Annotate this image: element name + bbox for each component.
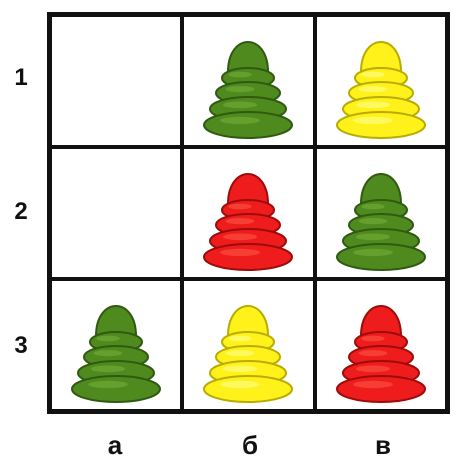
pyramid-ring <box>203 111 294 139</box>
pyramid-top-cap <box>359 173 402 205</box>
column-label-b: б <box>241 430 259 460</box>
pyramid-ring-highlight <box>358 218 388 225</box>
pyramid-top-cap <box>227 173 270 205</box>
cell-1-b[interactable] <box>182 15 315 147</box>
green-pyramid-toy <box>71 305 162 403</box>
pyramid-top-cap <box>95 305 138 337</box>
red-pyramid-toy <box>335 305 426 403</box>
pyramid-ring-highlight <box>353 380 393 389</box>
pyramid-ring-highlight <box>88 380 128 389</box>
pyramid-ring-highlight <box>223 365 258 373</box>
pyramid-ring-highlight <box>96 335 120 342</box>
cell-3-a[interactable] <box>50 279 183 411</box>
pyramid-ring-highlight <box>223 101 258 109</box>
puzzle-grid <box>47 12 450 414</box>
column-label-a: а <box>107 430 123 460</box>
pyramid-ring-highlight <box>361 203 385 210</box>
pyramid-ring <box>203 375 294 403</box>
pyramid-ring-highlight <box>355 101 390 109</box>
pyramid-ring <box>71 375 162 403</box>
pyramid-ring-highlight <box>220 380 261 389</box>
pyramid-ring <box>203 243 294 271</box>
green-pyramid-toy <box>335 173 426 271</box>
cell-2-a[interactable] <box>50 147 183 279</box>
pyramid-ring-highlight <box>355 233 390 241</box>
pyramid-top-cap <box>227 41 270 73</box>
pyramid-ring-highlight <box>353 248 393 257</box>
row-label-1: 1 <box>14 64 28 91</box>
pyramid-ring-highlight <box>361 71 385 78</box>
pyramid-ring-highlight <box>361 335 385 342</box>
cell-1-a[interactable] <box>50 15 183 147</box>
pyramid-ring-highlight <box>228 203 253 210</box>
pyramid-ring-highlight <box>91 365 126 373</box>
yellow-pyramid-toy <box>335 41 426 139</box>
pyramid-ring <box>335 375 426 403</box>
green-pyramid-toy <box>203 41 294 139</box>
pyramid-ring-highlight <box>355 365 390 373</box>
pyramid-ring-highlight <box>358 86 388 93</box>
pyramid-top-cap <box>227 305 270 337</box>
pyramid-ring-highlight <box>226 86 255 93</box>
pyramid-ring-highlight <box>220 116 261 125</box>
pyramid-ring-highlight <box>358 350 388 357</box>
pyramid-top-cap <box>359 305 402 337</box>
pyramid-ring <box>335 243 426 271</box>
cell-2-b[interactable] <box>182 147 315 279</box>
column-label-c: в <box>375 430 391 460</box>
cell-3-c[interactable] <box>314 279 447 411</box>
pyramid-ring-highlight <box>226 218 255 225</box>
pyramid-ring-highlight <box>223 233 258 241</box>
pyramid-top-cap <box>359 41 402 73</box>
pyramid-ring-highlight <box>228 71 253 78</box>
pyramid-ring-highlight <box>228 335 253 342</box>
cell-2-c[interactable] <box>314 147 447 279</box>
yellow-pyramid-toy <box>203 305 294 403</box>
pyramid-ring-highlight <box>353 116 393 125</box>
red-pyramid-toy <box>203 173 294 271</box>
row-label-3: 3 <box>14 332 28 359</box>
cell-1-c[interactable] <box>314 15 447 147</box>
pyramid-ring-highlight <box>93 350 123 357</box>
pyramid-ring-highlight <box>220 248 261 257</box>
pyramid-ring <box>335 111 426 139</box>
cell-3-b[interactable] <box>182 279 315 411</box>
row-label-2: 2 <box>14 198 28 225</box>
pyramid-ring-highlight <box>226 350 255 357</box>
